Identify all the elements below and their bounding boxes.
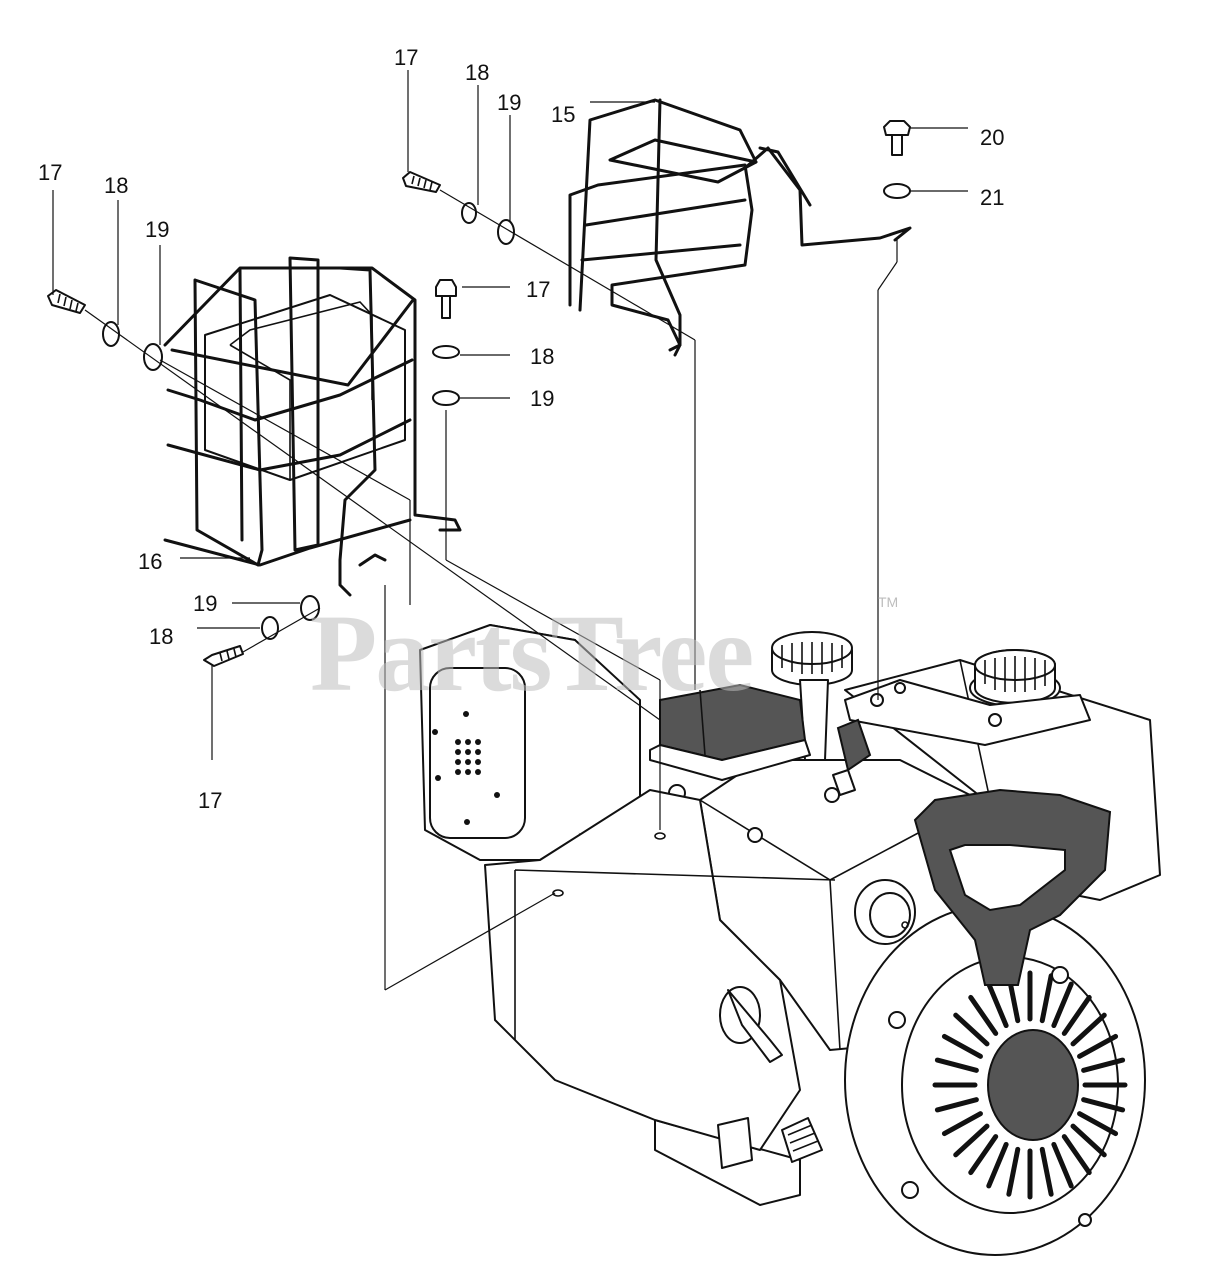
callout-19: 19 — [530, 386, 554, 411]
starter-vent — [1039, 1146, 1054, 1197]
callout-18: 18 — [530, 344, 554, 369]
guard-16 — [163, 256, 462, 597]
callout-18: 18 — [149, 624, 173, 649]
muffler-grille — [432, 711, 500, 825]
callout-16: 16 — [138, 549, 162, 574]
starter-vent — [934, 1097, 979, 1113]
starter-vent — [1077, 1111, 1119, 1137]
callout-17: 17 — [198, 788, 222, 813]
starter-vent — [941, 1033, 983, 1059]
starter-vent — [986, 1141, 1009, 1189]
callout-15: 15 — [551, 102, 575, 127]
callout-19: 19 — [193, 591, 217, 616]
starter-vent — [1081, 1057, 1126, 1073]
starter-vent — [1061, 1134, 1092, 1176]
watermark: PartsTree — [310, 592, 752, 714]
callout-17: 17 — [38, 160, 62, 185]
starter-vent — [1039, 973, 1054, 1024]
hardware — [47, 120, 911, 667]
starter-vent — [968, 994, 999, 1036]
watermark-trademark: TM — [878, 594, 898, 610]
starter-vent — [1051, 981, 1074, 1029]
callout-18: 18 — [104, 173, 128, 198]
starter-vent — [1061, 994, 1092, 1036]
starter-vent — [941, 1111, 983, 1137]
starter-vent — [1077, 1033, 1119, 1059]
starter-vent — [1081, 1097, 1126, 1113]
starter-vent — [1051, 1141, 1074, 1189]
starter-vent — [1006, 1146, 1021, 1197]
starter-vents — [932, 970, 1128, 1200]
starter-vent — [1070, 1123, 1107, 1158]
callout-19: 19 — [145, 217, 169, 242]
starter-vent — [953, 1012, 990, 1047]
callout-20: 20 — [980, 125, 1004, 150]
engine-assembly — [419, 624, 1161, 1256]
starter-vent — [934, 1057, 979, 1073]
callout-19: 19 — [497, 90, 521, 115]
callout-17: 17 — [394, 45, 418, 70]
callout-17: 17 — [526, 277, 550, 302]
guard-15 — [568, 98, 912, 357]
leader-lines — [52, 70, 968, 991]
starter-vent — [1070, 1012, 1107, 1047]
callout-18: 18 — [465, 60, 489, 85]
starter-vent — [953, 1123, 990, 1158]
callout-labels: 17 18 19 15 20 21 17 18 19 17 18 19 16 1… — [38, 45, 1004, 813]
starter-vent — [986, 981, 1009, 1029]
callout-21: 21 — [980, 185, 1004, 210]
starter-vent — [968, 1134, 999, 1176]
